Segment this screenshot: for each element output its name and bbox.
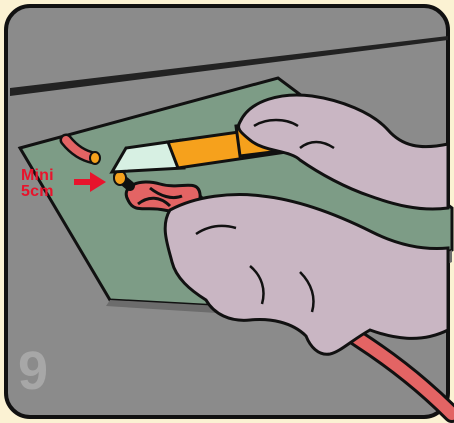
annotation-line-1: Mini [21, 168, 54, 184]
annotation-line-2: 5cm [21, 184, 54, 200]
length-annotation: Mini 5cm [21, 168, 54, 200]
step-number: 9 [18, 344, 48, 398]
cut-rope-tip [90, 152, 100, 164]
